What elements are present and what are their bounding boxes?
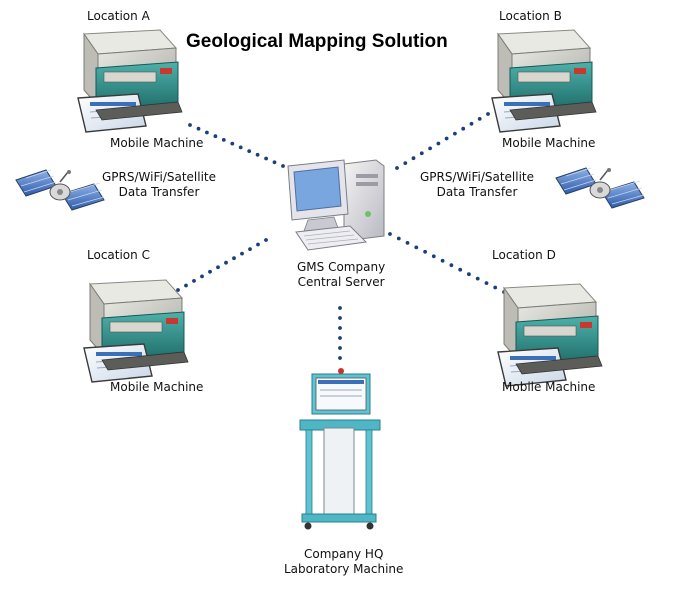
page-title: Geological Mapping Solution	[186, 31, 448, 52]
connection-dot	[192, 279, 196, 283]
server-line1: GMS Company	[297, 260, 386, 274]
connection-dot	[208, 269, 212, 274]
location-a-label: Location A	[87, 9, 150, 23]
connection-dot	[449, 263, 454, 268]
transfer-right-line2: Data Transfer	[436, 185, 518, 199]
connection-dot	[338, 336, 342, 340]
mobile-machine-a-label: Mobile Machine	[110, 136, 204, 150]
connection-dot	[272, 160, 277, 165]
connection-dot	[475, 276, 480, 281]
connection-dot	[469, 121, 474, 126]
connection-dot	[388, 232, 392, 236]
laboratory-machine-icon	[299, 368, 381, 530]
connection-dot	[338, 346, 342, 350]
transfer-left-line2: Data Transfer	[118, 185, 200, 199]
link-b-to-server	[395, 112, 490, 170]
connection-dot	[431, 254, 436, 259]
connection-dot	[419, 151, 424, 156]
connection-dot	[461, 126, 466, 131]
connection-dot	[458, 267, 463, 272]
connection-dot	[493, 285, 498, 290]
connection-dot	[423, 249, 427, 254]
connection-dot	[395, 166, 399, 170]
connection-dot	[444, 136, 449, 141]
connection-dot	[467, 272, 471, 277]
mobile-machine-b-icon	[491, 29, 597, 133]
connection-dot	[196, 126, 201, 131]
connection-dot	[436, 141, 441, 146]
connection-dot	[240, 251, 244, 256]
central-server-icon	[287, 159, 385, 251]
mobile-machine-c-icon	[83, 279, 189, 383]
connection-dot	[176, 288, 180, 292]
hq-label: Company HQ Laboratory Machine	[284, 547, 403, 577]
location-b-label: Location B	[499, 9, 562, 23]
connection-dot	[224, 260, 228, 265]
satellite-left-icon	[15, 169, 105, 211]
link-d-to-server	[388, 232, 506, 294]
mobile-machine-a-icon	[77, 29, 183, 133]
transfer-left-label: GPRS/WiFi/Satellite Data Transfer	[102, 170, 216, 200]
connection-dot	[264, 238, 268, 242]
connection-dot	[221, 138, 226, 142]
connection-dot	[411, 156, 416, 161]
connection-dot	[188, 123, 192, 127]
connection-dot	[200, 274, 204, 279]
connection-dot	[403, 161, 408, 166]
connection-dot	[281, 164, 285, 168]
connection-dot	[484, 281, 489, 285]
link-a-to-server	[188, 123, 285, 168]
location-d-label: Location D	[492, 248, 556, 262]
hq-line2: Laboratory Machine	[284, 562, 404, 576]
connection-dot	[256, 242, 260, 247]
mobile-machine-d-label: Mobile Machine	[502, 380, 596, 394]
link-c-to-server	[176, 238, 268, 292]
transfer-right-line1: GPRS/WiFi/Satellite	[420, 170, 535, 184]
mobile-machine-c-label: Mobile Machine	[110, 380, 204, 394]
server-line2: Central Server	[297, 275, 385, 289]
mobile-machine-d-icon	[497, 283, 603, 387]
connection-dot	[477, 117, 482, 121]
connection-dot	[255, 152, 260, 157]
connection-dot	[232, 256, 236, 261]
connection-dot	[440, 258, 445, 263]
transfer-left-line1: GPRS/WiFi/Satellite	[102, 170, 217, 184]
connection-dot	[338, 316, 342, 320]
connection-dot	[248, 247, 252, 252]
satellite-right-icon	[555, 167, 645, 209]
connection-dot	[184, 283, 188, 288]
link-server-to-hq	[338, 306, 342, 360]
location-c-label: Location C	[87, 248, 150, 262]
mobile-machine-b-label: Mobile Machine	[502, 136, 596, 150]
server-label: GMS Company Central Server	[297, 260, 385, 290]
connection-dot	[247, 149, 252, 154]
connection-dot	[264, 156, 268, 161]
connection-dot	[205, 130, 209, 135]
connection-dot	[238, 145, 243, 150]
connection-dot	[338, 306, 342, 310]
connection-dot	[486, 112, 490, 116]
connection-dot	[405, 241, 410, 245]
hq-line1: Company HQ	[304, 547, 384, 561]
connection-dot	[216, 265, 220, 270]
connection-dot	[338, 356, 342, 360]
connection-dot	[428, 146, 432, 151]
connection-dot	[338, 326, 342, 330]
connection-dot	[230, 141, 235, 146]
connection-dot	[414, 245, 419, 250]
connection-dot	[396, 236, 401, 241]
connection-dot	[453, 131, 457, 136]
transfer-right-label: GPRS/WiFi/Satellite Data Transfer	[420, 170, 534, 200]
connection-dot	[213, 134, 218, 139]
